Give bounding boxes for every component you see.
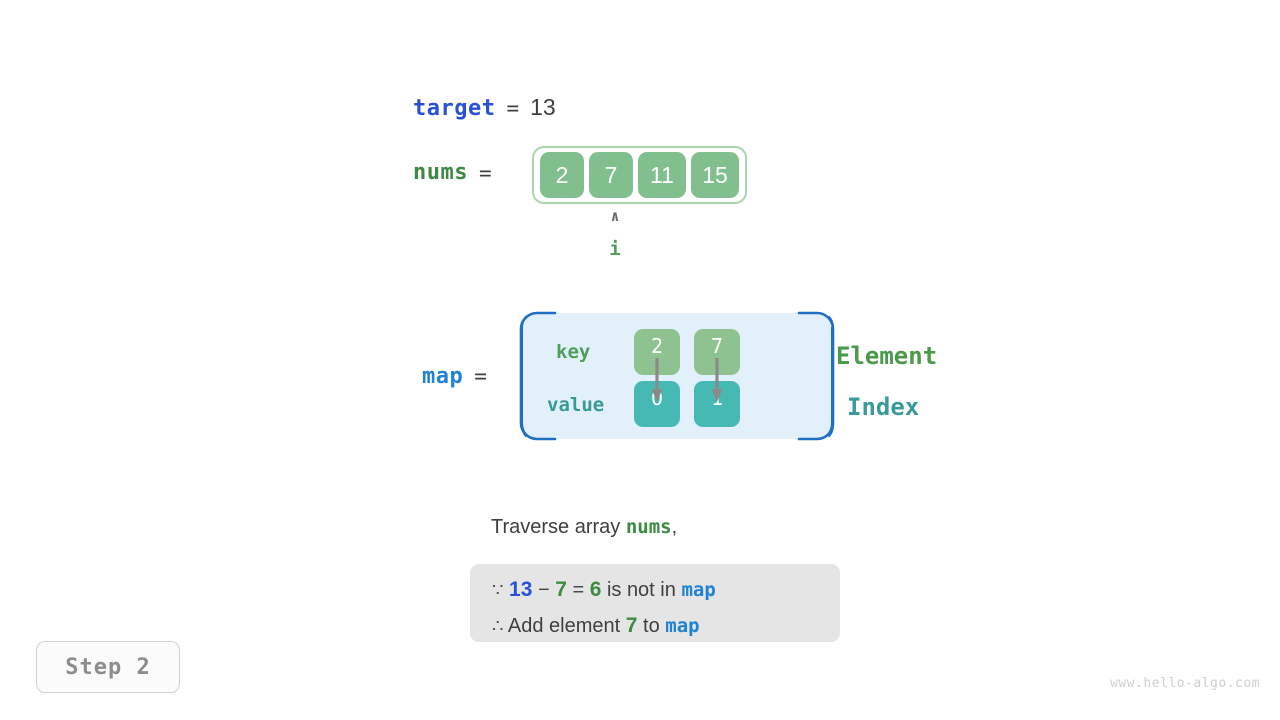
added-element-value: 7 [625, 614, 638, 637]
because-symbol: ∵ [492, 580, 504, 600]
subtrahend-value: 7 [555, 578, 567, 601]
equals-operator: = [572, 579, 585, 601]
map-equals-sign: = [474, 364, 487, 388]
target-value: 13 [530, 94, 556, 120]
explanation-line-1-text: is not in [606, 579, 676, 601]
target-assignment-row: target = 13 [413, 94, 556, 121]
caption-suffix: , [671, 516, 678, 538]
nums-array-container: 2 7 11 15 [532, 146, 747, 204]
explanation-keyword-map: map [665, 615, 700, 637]
map-value-cell: 1 [694, 381, 740, 427]
target-variable-label: target [413, 96, 496, 121]
minuend-value: 13 [509, 578, 533, 601]
map-variable-label: map [422, 364, 464, 389]
explanation-line-1: ∵ 13 − 7 = 6 is not in map [492, 572, 820, 608]
array-cell: 15 [691, 152, 739, 198]
step-badge: Step 2 [36, 641, 180, 693]
index-pointer-label: i [609, 238, 621, 260]
index-legend-label: Index [847, 393, 920, 421]
caret-up-icon: ∧ [610, 207, 620, 225]
caption-keyword-nums: nums [625, 516, 672, 538]
therefore-symbol: ∴ [492, 616, 504, 636]
caption-text: Traverse array nums, [491, 516, 677, 539]
watermark-label: www.hello-algo.com [1110, 676, 1260, 691]
target-equals-sign: = [506, 96, 520, 120]
map-assignment-row: map = [422, 364, 487, 389]
index-pointer: ∧ i [588, 208, 642, 260]
array-cell: 11 [638, 152, 686, 198]
map-key-row-label: key [556, 341, 591, 363]
explanation-keyword-map: map [681, 579, 716, 601]
map-value-row-label: value [547, 394, 605, 416]
map-key-cell: 2 [634, 329, 680, 375]
explanation-line-2: ∴ Add element 7 to map [492, 608, 820, 644]
nums-variable-label: nums [413, 160, 468, 185]
map-value-cell: 0 [634, 381, 680, 427]
caption-prefix: Traverse array [491, 516, 626, 538]
difference-value: 6 [589, 578, 602, 601]
nums-assignment-row: nums = [413, 160, 492, 185]
explanation-line-2-text-middle: to [643, 615, 660, 637]
nums-equals-sign: = [478, 160, 492, 185]
element-legend-label: Element [836, 342, 938, 370]
array-cell: 7 [589, 152, 633, 198]
map-key-cell: 7 [694, 329, 740, 375]
explanation-line-2-text-before: Add element [507, 615, 621, 637]
minus-operator: − [537, 579, 550, 601]
explanation-box: ∵ 13 − 7 = 6 is not in map ∴ Add element… [470, 564, 840, 642]
array-cell: 2 [540, 152, 584, 198]
